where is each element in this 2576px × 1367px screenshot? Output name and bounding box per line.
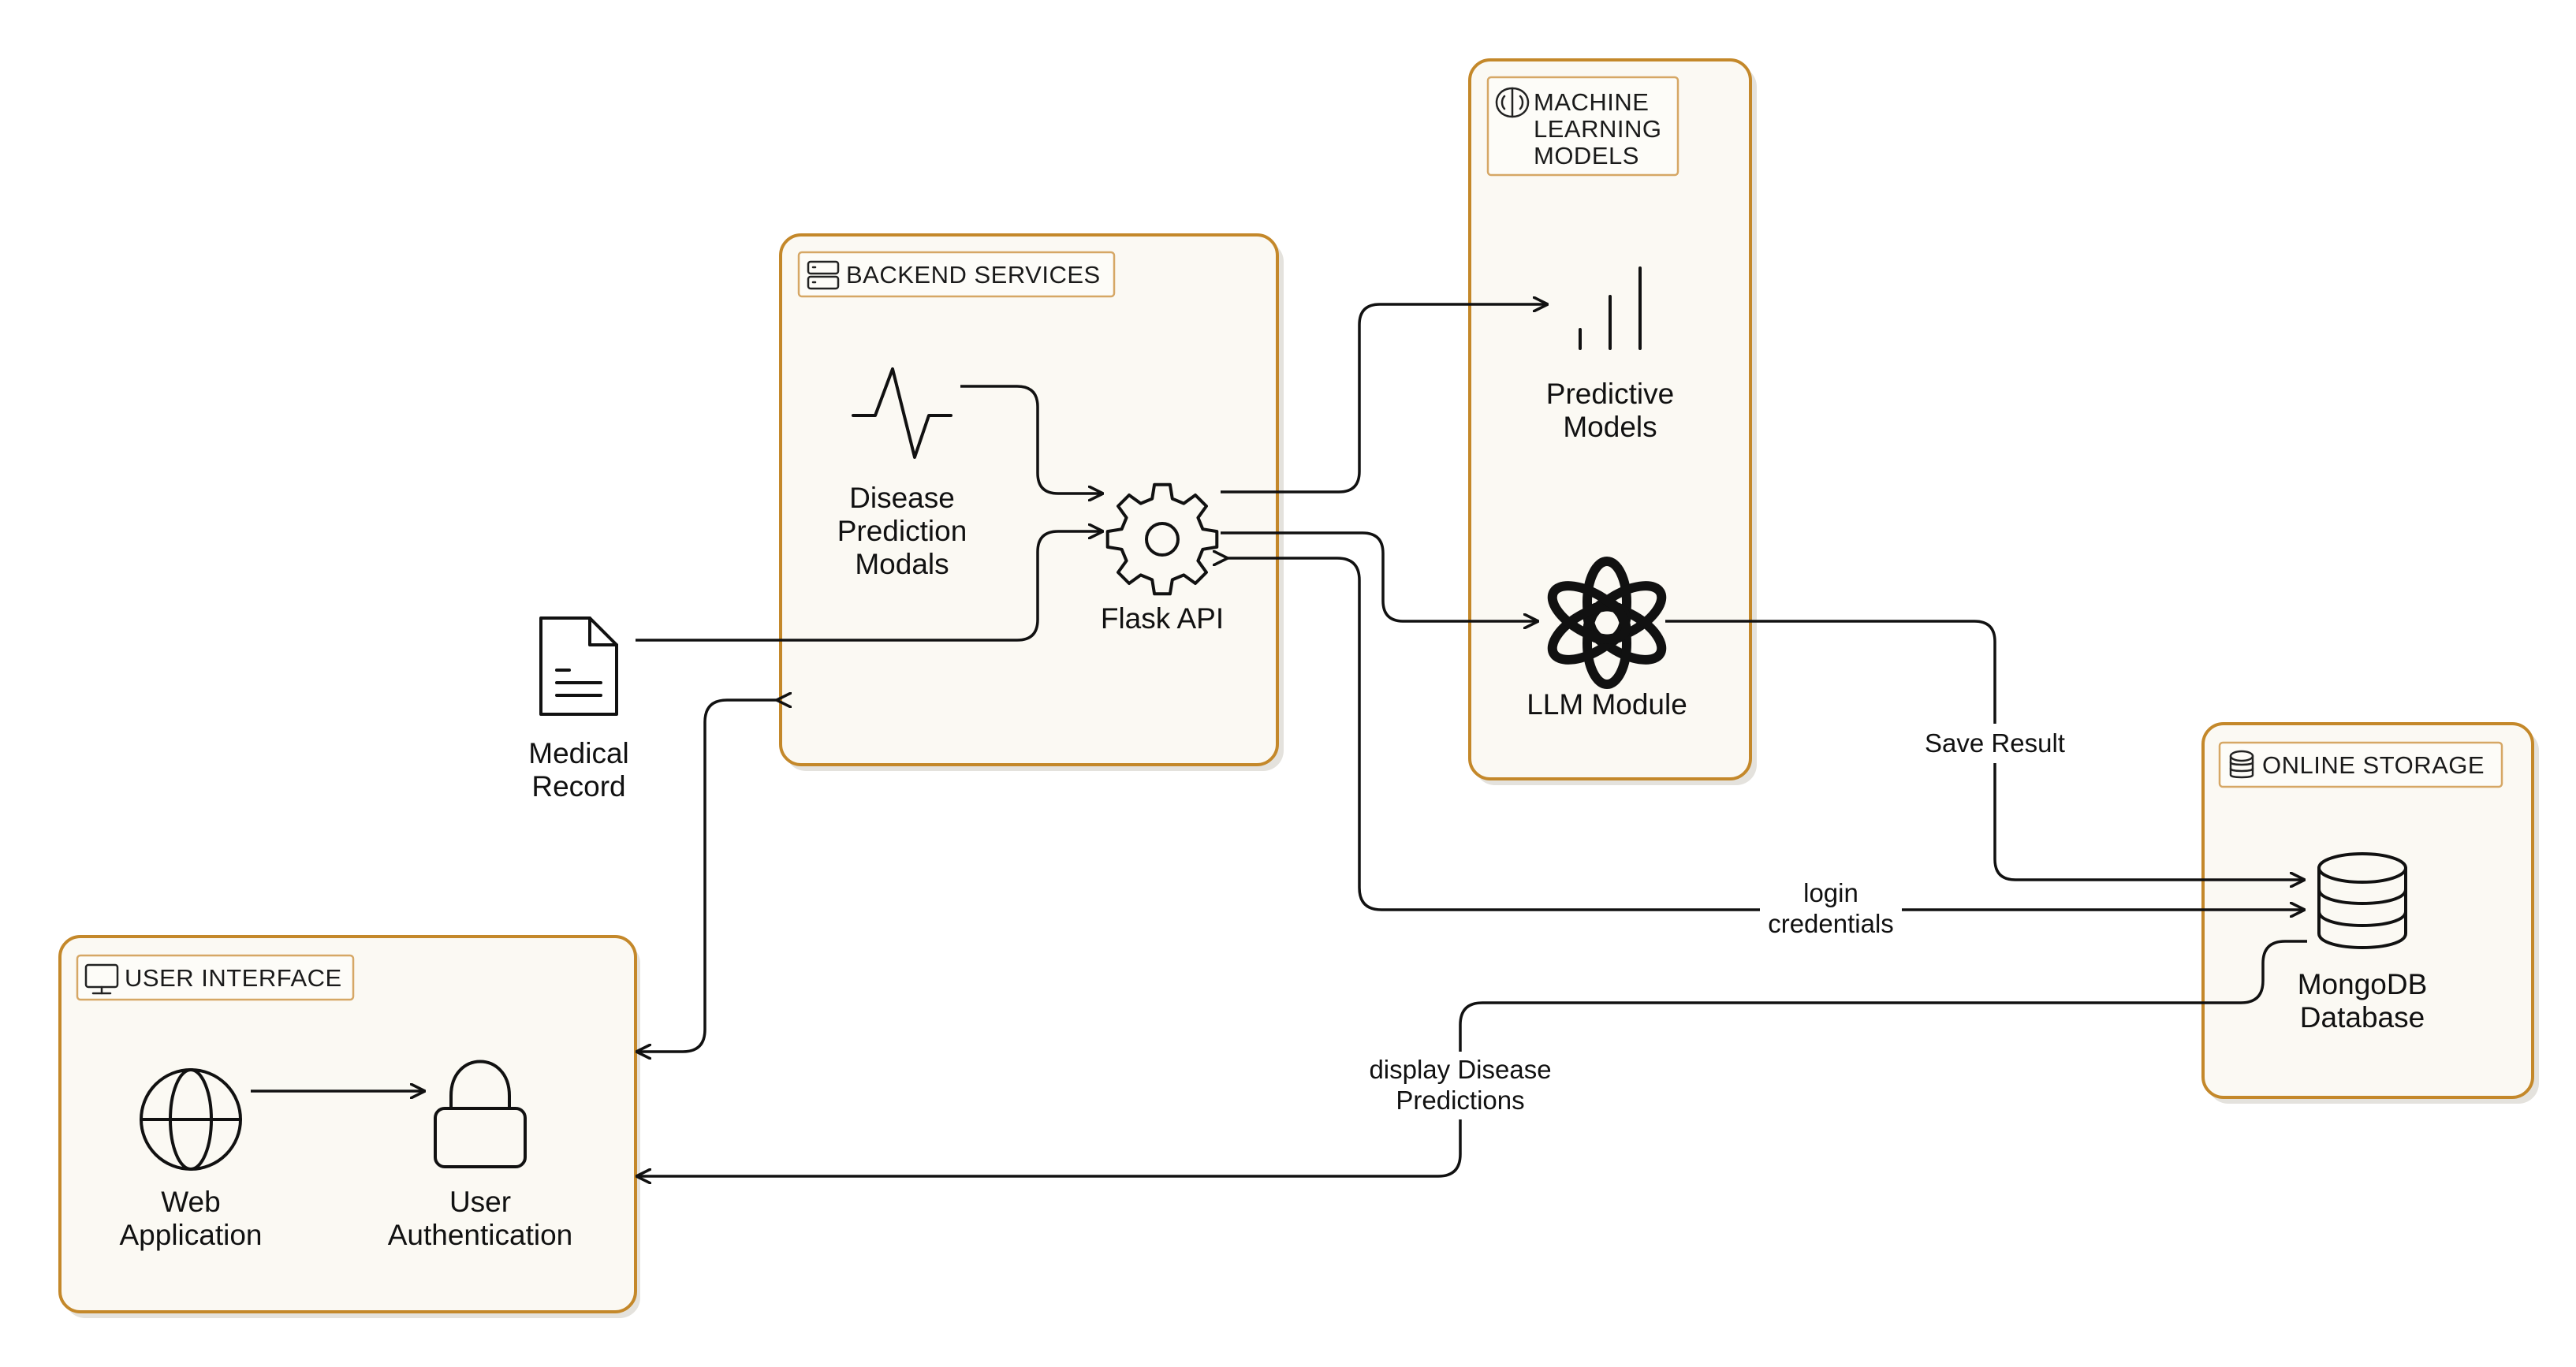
database-icon	[2317, 852, 2407, 949]
node-predictive-models: Predictive Models	[1546, 266, 1674, 443]
gear-outline	[1105, 482, 1219, 596]
svg-text:login: login	[1803, 878, 1858, 907]
svg-text:credentials: credentials	[1768, 909, 1894, 938]
svg-text:Prediction: Prediction	[837, 515, 967, 547]
node-flask-api: Flask API	[1101, 482, 1224, 635]
edge-disease-to-flask	[960, 385, 1102, 494]
svg-text:Database: Database	[2300, 1001, 2425, 1034]
svg-text:Medical: Medical	[528, 737, 629, 769]
monitor-icon	[84, 963, 119, 995]
edge-backend-ui	[637, 700, 777, 1052]
node-disease-prediction: Disease Prediction Modals	[837, 367, 967, 580]
lock-icon	[434, 1060, 527, 1168]
node-medical-record: Medical Record	[528, 616, 629, 803]
edge-label-display-predictions: display Disease Predictions	[1356, 1052, 1564, 1119]
edge-flask-to-predictive	[1221, 304, 1547, 494]
user-interface-group: USER INTERFACE	[58, 935, 640, 1318]
machine-learning-models-tag	[1486, 76, 1679, 177]
edge-label-save-result: Save Result	[1918, 724, 2072, 763]
svg-text:display Disease: display Disease	[1369, 1055, 1551, 1084]
svg-text:Predictive: Predictive	[1546, 378, 1674, 410]
user-interface-title: USER INTERFACE	[125, 964, 342, 992]
node-user-authentication: User Authentication	[388, 1060, 573, 1251]
ml-title-line-2: LEARNING	[1534, 115, 1661, 143]
svg-text:Record: Record	[531, 770, 625, 803]
node-web-application: Web Application	[119, 1068, 263, 1251]
svg-text:Authentication: Authentication	[388, 1219, 573, 1251]
edge-mongodb-flask-login	[1227, 558, 2304, 910]
server-icon	[807, 260, 840, 290]
backend-services-group: BACKEND SERVICES	[779, 233, 1284, 771]
svg-text:Web: Web	[161, 1186, 220, 1218]
ml-title-line-1: MACHINE	[1534, 88, 1649, 116]
bar-chart-icon	[1579, 266, 1642, 350]
online-storage-title: ONLINE STORAGE	[2262, 751, 2485, 779]
svg-text:LLM Module: LLM Module	[1527, 688, 1687, 721]
edge-mongodb-to-ui	[637, 940, 2307, 1176]
svg-text:Predictions: Predictions	[1396, 1086, 1524, 1115]
document-icon	[539, 616, 618, 716]
edge-record-to-flask	[636, 531, 1102, 642]
ml-title-line-3: MODELS	[1534, 142, 1639, 169]
edge-label-login-credentials: login credentials	[1760, 877, 1902, 944]
svg-text:Flask API: Flask API	[1101, 602, 1224, 635]
online-storage-group: ONLINE STORAGE	[2201, 722, 2539, 1104]
backend-services-title: BACKEND SERVICES	[846, 261, 1101, 289]
svg-text:Save Result: Save Result	[1925, 728, 2065, 758]
svg-text:Models: Models	[1563, 411, 1657, 443]
node-mongodb-database: MongoDB Database	[2298, 852, 2428, 1034]
svg-text:MongoDB: MongoDB	[2298, 968, 2428, 1000]
backend-services-tag	[797, 251, 1116, 298]
svg-text:Disease: Disease	[849, 482, 955, 514]
globe-icon	[140, 1068, 242, 1171]
gear-icon	[1105, 482, 1219, 596]
user-interface-tag	[76, 954, 355, 1001]
brain-icon	[1495, 87, 1530, 118]
svg-text:Modals: Modals	[855, 548, 949, 580]
gear-hub	[1145, 522, 1180, 557]
svg-text:Application: Application	[119, 1219, 262, 1251]
openai-icon	[1547, 557, 1667, 689]
openai-petal	[1547, 581, 1631, 644]
node-llm-module: LLM Module	[1527, 557, 1687, 721]
svg-text:User: User	[449, 1186, 511, 1218]
pulse-icon	[852, 367, 952, 459]
